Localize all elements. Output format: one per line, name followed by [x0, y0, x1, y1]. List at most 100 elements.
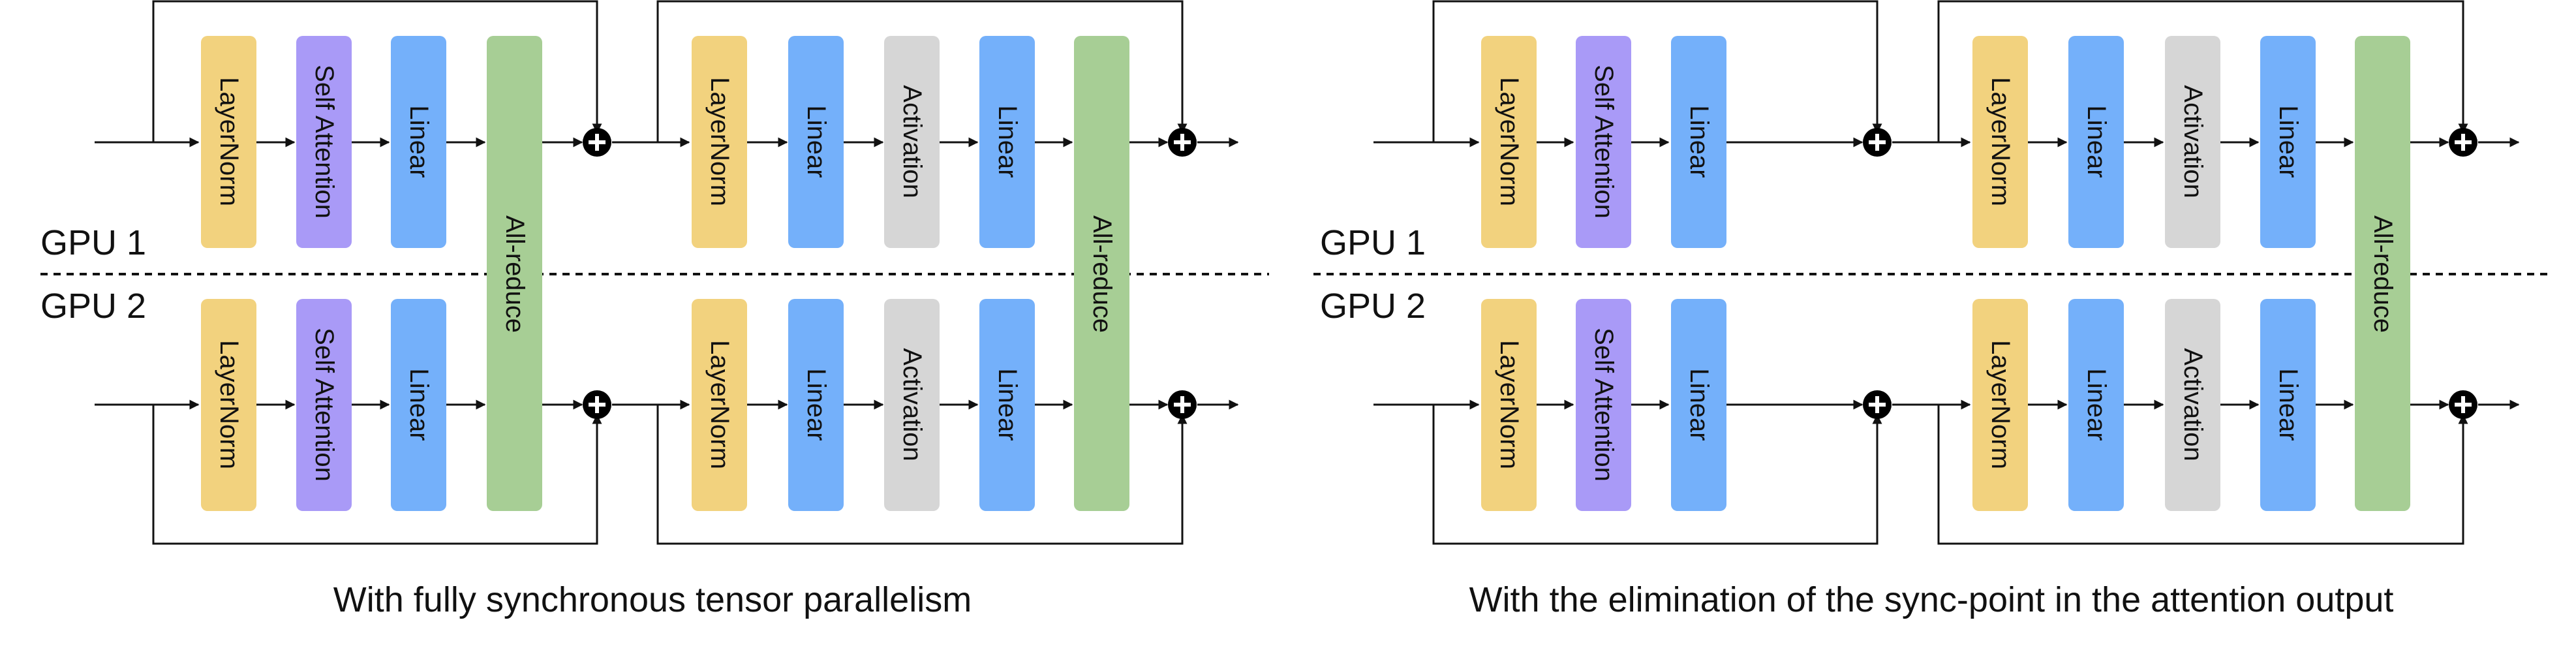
- linear-rect: [2260, 36, 2316, 248]
- gpu2-linear-3-block: Linear: [2260, 299, 2316, 511]
- layernorm-label: LayerNorm: [705, 340, 734, 469]
- gpu1-linear-3-block: Linear: [2260, 36, 2316, 248]
- panel-sync-point-eliminated: GPU 1 GPU 2: [1313, 0, 2548, 619]
- all-reduce-rect: [2355, 36, 2410, 511]
- linear-rect: [788, 36, 844, 248]
- gpu2-linear-2-block: Linear: [2068, 299, 2124, 511]
- layernorm-rect: [201, 36, 256, 248]
- gpu2-wires: [1373, 399, 2520, 545]
- gpu1-layernorm-2-block: LayerNorm: [692, 36, 747, 248]
- panel-fully-synchronous: GPU 1 GPU 2: [40, 0, 1269, 619]
- gpu2-linear-2-block: Linear: [788, 299, 844, 511]
- activation-rect: [884, 36, 940, 248]
- activation-label: Activation: [898, 85, 927, 198]
- self-attention-label: Self Attention: [310, 65, 339, 219]
- layernorm-rect: [1972, 299, 2028, 511]
- gpu2-layernorm-block: LayerNorm: [1481, 299, 1537, 511]
- gpu-2-label: GPU 2: [40, 287, 146, 326]
- plus-icon: [1863, 390, 1892, 419]
- plus-icon: [1168, 390, 1197, 419]
- linear-label: Linear: [2274, 368, 2303, 441]
- plus-icon: [2449, 390, 2477, 419]
- gpu1-self-attention-block: Self Attention: [296, 36, 352, 248]
- gpu1-wires: [95, 0, 1239, 147]
- linear-label: Linear: [2082, 105, 2111, 178]
- layernorm-label: LayerNorm: [215, 340, 243, 469]
- all-reduce-block-mlp: All-reduce: [1074, 36, 1129, 511]
- gpu1-layernorm-block: LayerNorm: [201, 36, 256, 248]
- gpu1-activation-block: Activation: [2165, 36, 2220, 248]
- gpu2-activation-block: Activation: [2165, 299, 2220, 511]
- plus-icon: [1863, 128, 1892, 157]
- all-reduce-block-mlp: All-reduce: [2355, 36, 2410, 511]
- layernorm-label: LayerNorm: [705, 77, 734, 206]
- gpu1-self-attention-block: Self Attention: [1576, 36, 1631, 248]
- layernorm-label: LayerNorm: [1495, 77, 1524, 206]
- gpu2-linear-3-block: Linear: [979, 299, 1035, 511]
- caption-fully-synchronous: With fully synchronous tensor parallelis…: [333, 580, 972, 619]
- linear-rect: [391, 36, 446, 248]
- linear-rect: [1671, 299, 1726, 511]
- linear-label: Linear: [405, 368, 433, 441]
- self-attention-rect: [1576, 299, 1631, 511]
- plus-icon: [583, 128, 611, 157]
- caption-sync-point-eliminated: With the elimination of the sync-point i…: [1469, 580, 2394, 619]
- self-attention-rect: [296, 36, 352, 248]
- gpu1-linear-block: Linear: [1671, 36, 1726, 248]
- all-reduce-rect: [487, 36, 542, 511]
- self-attention-label: Self Attention: [310, 328, 339, 482]
- linear-label: Linear: [802, 105, 831, 178]
- gpu1-activation-block: Activation: [884, 36, 940, 248]
- linear-label: Linear: [1685, 368, 1713, 441]
- gpu1-linear-3-block: Linear: [979, 36, 1035, 248]
- layernorm-label: LayerNorm: [1495, 340, 1524, 469]
- all-reduce-block-attention: All-reduce: [487, 36, 542, 511]
- gpu2-linear-block: Linear: [1671, 299, 1726, 511]
- layernorm-label: LayerNorm: [1986, 77, 2015, 206]
- gpu1-wires: [1373, 0, 2520, 147]
- plus-icon: [583, 390, 611, 419]
- gpu2-linear-block: Linear: [391, 299, 446, 511]
- activation-rect: [2165, 36, 2220, 248]
- linear-rect: [2260, 299, 2316, 511]
- activation-label: Activation: [2179, 85, 2207, 198]
- gpu2-self-attention-block: Self Attention: [1576, 299, 1631, 511]
- gpu2-self-attention-block: Self Attention: [296, 299, 352, 511]
- gpu2-layernorm-2-block: LayerNorm: [692, 299, 747, 511]
- gpu1-linear-2-block: Linear: [788, 36, 844, 248]
- linear-rect: [2068, 36, 2124, 248]
- gpu-1-label: GPU 1: [40, 223, 146, 262]
- linear-rect: [391, 299, 446, 511]
- gpu1-linear-block: Linear: [391, 36, 446, 248]
- layernorm-rect: [1972, 36, 2028, 248]
- gpu2-activation-block: Activation: [884, 299, 940, 511]
- self-attention-rect: [1576, 36, 1631, 248]
- all-reduce-label: All-reduce: [1088, 215, 1116, 333]
- linear-label: Linear: [2274, 105, 2303, 178]
- linear-label: Linear: [993, 368, 1022, 441]
- linear-label: Linear: [802, 368, 831, 441]
- linear-rect: [1671, 36, 1726, 248]
- layernorm-rect: [692, 36, 747, 248]
- gpu1-layernorm-block: LayerNorm: [1481, 36, 1537, 248]
- gpu-2-label: GPU 2: [1320, 287, 1426, 326]
- all-reduce-label: All-reduce: [2369, 215, 2397, 333]
- activation-rect: [884, 299, 940, 511]
- plus-icon: [2449, 128, 2477, 157]
- layernorm-rect: [1481, 36, 1537, 248]
- layernorm-rect: [1481, 299, 1537, 511]
- linear-rect: [979, 36, 1035, 248]
- linear-label: Linear: [1685, 105, 1713, 178]
- layernorm-label: LayerNorm: [1986, 340, 2015, 469]
- linear-label: Linear: [993, 105, 1022, 178]
- linear-label: Linear: [2082, 368, 2111, 441]
- layernorm-rect: [692, 299, 747, 511]
- activation-label: Activation: [898, 348, 927, 461]
- gpu2-layernorm-2-block: LayerNorm: [1972, 299, 2028, 511]
- plus-icon: [1168, 128, 1197, 157]
- self-attention-label: Self Attention: [1589, 328, 1618, 482]
- activation-label: Activation: [2179, 348, 2207, 461]
- layernorm-rect: [201, 299, 256, 511]
- gpu1-linear-2-block: Linear: [2068, 36, 2124, 248]
